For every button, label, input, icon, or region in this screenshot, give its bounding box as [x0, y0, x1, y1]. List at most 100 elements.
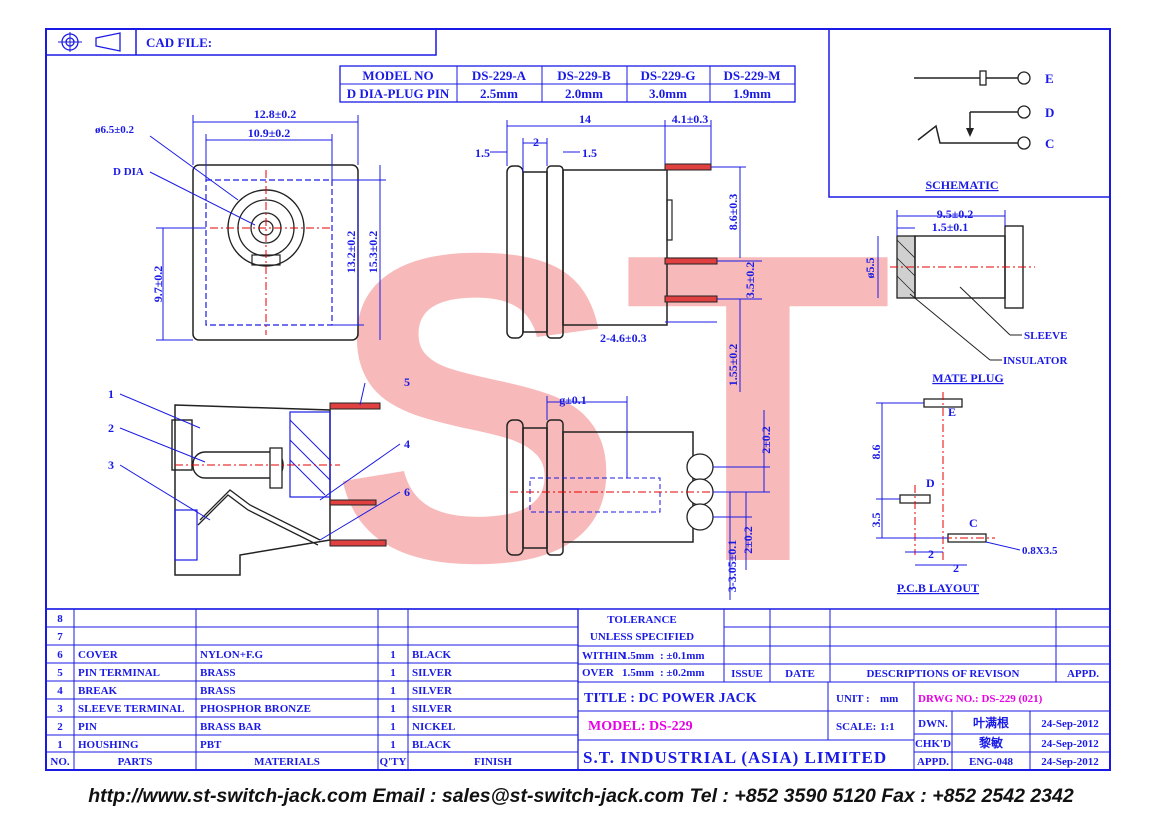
- tolerance-within-range: 1.5mm: [622, 650, 654, 662]
- bom-row-qty: 1: [390, 649, 396, 661]
- drawing-sheet: ST CAD FILE: MODEL NO D DIA-PLUG PIN DS-…: [45, 28, 1111, 771]
- dwn-name: 叶满根: [973, 715, 1009, 730]
- appd-date: 24-Sep-2012: [1041, 756, 1099, 768]
- sleeve-label: SLEEVE: [1024, 330, 1067, 342]
- section-view: 1 2 3 4 5 6: [108, 375, 410, 576]
- bom-header-qty: Q'TY: [380, 756, 407, 768]
- tolerance-revision-block: TOLERANCE UNLESS SPECIFIED WITHIN 1.5mm …: [578, 609, 1110, 683]
- schematic-title: SCHEMATIC: [925, 178, 998, 192]
- cad-header: CAD FILE:: [45, 28, 437, 56]
- callout-6: 6: [404, 485, 410, 499]
- bom-row-no: 4: [57, 685, 63, 697]
- dia-cell: 2.5mm: [480, 86, 518, 101]
- callout-4: 4: [404, 437, 410, 451]
- pcb-label-e: E: [948, 405, 956, 419]
- chkd-date: 24-Sep-2012: [1041, 738, 1099, 750]
- bom-table: 8 7 6 COVER NYLON+F.G 1 BLACK 5 PIN TERM…: [45, 608, 1110, 771]
- bom-row-finish: BLACK: [412, 739, 452, 751]
- tolerance-title: TOLERANCE: [607, 614, 676, 626]
- dim-pin-gap-2: 2±0.2: [741, 526, 755, 554]
- bom-row-part: COVER: [78, 649, 119, 661]
- tolerance-subtitle: UNLESS SPECIFIED: [590, 631, 694, 643]
- bom-row-no: 2: [57, 721, 63, 733]
- dim-hole-dia: ø6.5±0.2: [95, 124, 135, 136]
- watermark-text: ST: [330, 163, 892, 654]
- dim-d-dia: D DIA: [113, 166, 144, 178]
- pcb-layout-title: P.C.B LAYOUT: [897, 581, 979, 595]
- bom-row-qty: 1: [390, 667, 396, 679]
- schematic-panel: E D C SCHEMATIC: [828, 28, 1111, 198]
- dim-right-flange: 1.5: [582, 146, 597, 160]
- front-view: 12.8±0.2 10.9±0.2 ø6.5±0.2 D DIA 9.7±0.2…: [95, 107, 386, 341]
- schematic-terminal-e: E: [1045, 71, 1054, 86]
- dim-height-left: 9.7±0.2: [151, 266, 165, 303]
- model-cell: DS-229-G: [641, 68, 696, 83]
- pcb-dim-vertical-1: 8.6: [869, 445, 883, 460]
- dim-pin-height-2: 3.5±0.2: [743, 262, 757, 299]
- bom-row-part: SLEEVE TERMINAL: [78, 703, 184, 715]
- dia-cell: 1.9mm: [733, 86, 771, 101]
- callout-1: 1: [108, 387, 114, 401]
- projection-symbol-icon: [58, 32, 121, 52]
- model-no-label: MODEL NO: [362, 68, 433, 83]
- dim-left-flange: 1.5: [475, 146, 490, 160]
- dim-outer-height: 15.3±0.2: [366, 231, 380, 274]
- bom-row-qty: 1: [390, 739, 396, 751]
- bom-row-part: HOUSHING: [78, 739, 139, 751]
- bom-row-finish: BLACK: [412, 649, 452, 661]
- dia-cell: 3.0mm: [649, 86, 687, 101]
- dwn-label: DWN.: [918, 718, 948, 730]
- dim-insulator: 1.5±0.1: [932, 220, 969, 234]
- bom-row-material: PBT: [200, 739, 222, 751]
- title-block: TITLE : DC POWER JACK MODEL: DS-229 UNIT…: [578, 682, 1110, 770]
- side-view: 14 4.1±0.3 2 1.5 1.5 8.6±0.3 3.5±0.2 2-4…: [475, 112, 762, 392]
- dia-cell: 2.0mm: [565, 86, 603, 101]
- dim-plug-dia: ø5.5: [863, 258, 877, 279]
- model-cell: DS-229-A: [472, 68, 527, 83]
- dim-pin-height-1: 8.6±0.3: [726, 194, 740, 231]
- bom-row-qty: 1: [390, 721, 396, 733]
- pcb-layout: E D C 8.6 3.5 2 2 0.8X3.5 P.C.B LAYOUT: [869, 392, 1058, 595]
- appd-name: ENG-048: [969, 756, 1014, 768]
- dwn-date: 24-Sep-2012: [1041, 718, 1099, 730]
- scale-value: 1:1: [880, 721, 895, 733]
- drawing-number: DRWG NO.: DS-229 (021): [918, 693, 1043, 705]
- tolerance-over-label: OVER: [582, 667, 615, 679]
- pcb-dim-horizontal-2: 2: [953, 561, 959, 575]
- model-cell: DS-229-B: [557, 68, 611, 83]
- appd-label: APPD.: [917, 756, 949, 768]
- dim-pin-low: 1.55±0.2: [726, 344, 740, 387]
- revision-issue: ISSUE: [731, 668, 763, 680]
- revision-date: DATE: [785, 668, 815, 680]
- bom-row-material: BRASS: [200, 685, 235, 697]
- dim-offset: 3-3.05±0.1: [725, 540, 739, 593]
- bom-header-materials: MATERIALS: [254, 756, 320, 768]
- dim-inner-width: 10.9±0.2: [248, 126, 291, 140]
- mate-plug-view: 9.5±0.2 1.5±0.1 ø5.5 SLEEVE INSULATOR MA…: [863, 207, 1068, 385]
- bom-row-material: NYLON+F.G: [200, 649, 263, 661]
- dim-gap: g±0.1: [559, 393, 587, 407]
- bom-header-finish: FINISH: [474, 756, 512, 768]
- bom-row-no: 6: [57, 649, 63, 661]
- unit-value: mm: [880, 693, 898, 705]
- dim-outer-width: 12.8±0.2: [254, 107, 297, 121]
- bom-row-material: BRASS: [200, 667, 235, 679]
- company-name: S.T. INDUSTRIAL (ASIA) LIMITED: [583, 748, 887, 767]
- dia-label: D DIA-PLUG PIN: [347, 86, 450, 101]
- bom-row-qty: 1: [390, 685, 396, 697]
- pcb-dim-slot: 0.8X3.5: [1022, 545, 1058, 557]
- model-table: MODEL NO D DIA-PLUG PIN DS-229-A DS-229-…: [339, 65, 796, 103]
- pcb-dim-horizontal-1: 2: [928, 547, 934, 561]
- dim-pin-spacing: 2-4.6±0.3: [600, 331, 647, 345]
- unit-label: UNIT :: [836, 693, 870, 705]
- tolerance-over-value: : ±0.2mm: [660, 667, 705, 679]
- bom-row-part: PIN: [78, 721, 97, 733]
- bom-header-no: NO.: [50, 756, 70, 768]
- scale-label: SCALE:: [836, 721, 876, 733]
- bom-row-part: BREAK: [78, 685, 118, 697]
- cad-file-label: CAD FILE:: [146, 35, 212, 50]
- dim-plug-length: 9.5±0.2: [937, 207, 974, 221]
- bom-row-no: 3: [57, 703, 63, 715]
- chkd-name: 黎敏: [979, 735, 1004, 750]
- tolerance-within-value: : ±0.1mm: [660, 650, 705, 662]
